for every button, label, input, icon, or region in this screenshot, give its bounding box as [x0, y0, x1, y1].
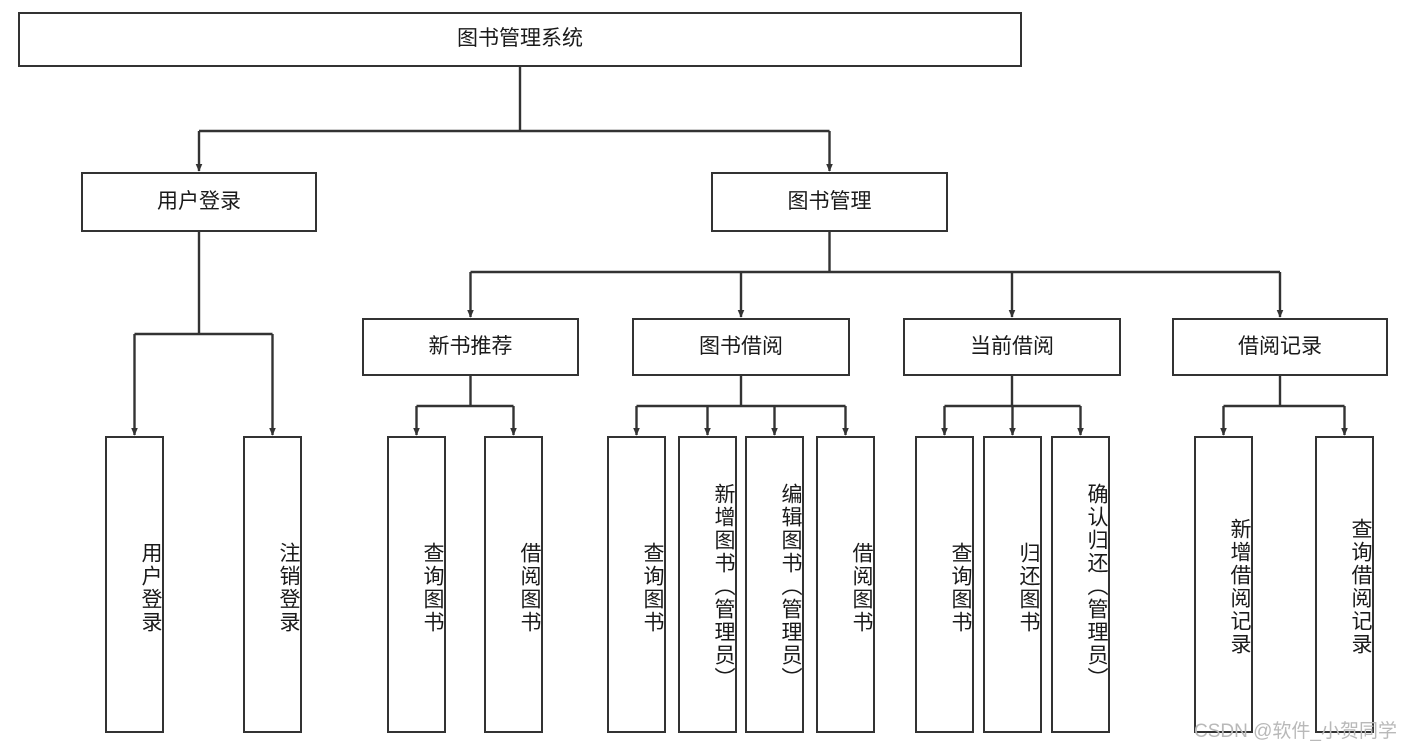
node-book_mgmt[interactable]: 图书管理 [711, 172, 948, 232]
node-leaf_confirm_return[interactable]: 确认归还（管理员） [1051, 436, 1110, 733]
node-user_login[interactable]: 用户登录 [81, 172, 317, 232]
node-label: 新增图书（管理员） [712, 483, 735, 690]
node-label: 查询图书 [641, 541, 664, 634]
node-leaf_return_book[interactable]: 归还图书 [983, 436, 1042, 733]
node-leaf_borrow_book_2[interactable]: 借阅图书 [816, 436, 875, 733]
node-label: 借阅记录 [1238, 334, 1322, 358]
node-label: 新书推荐 [428, 334, 513, 358]
node-label: 用户登录 [139, 541, 162, 634]
node-leaf_query_book_3[interactable]: 查询图书 [915, 436, 974, 733]
node-leaf_query_book_2[interactable]: 查询图书 [607, 436, 666, 733]
node-label: 图书管理系统 [457, 27, 583, 51]
node-leaf_query_record[interactable]: 查询借阅记录 [1315, 436, 1374, 733]
node-label: 注销登录 [277, 541, 300, 634]
node-label: 借阅图书 [518, 541, 541, 634]
node-root[interactable]: 图书管理系统 [18, 12, 1022, 67]
node-leaf_edit_book[interactable]: 编辑图书（管理员） [745, 436, 804, 733]
node-label: 当前借阅 [970, 334, 1054, 358]
node-new_book_rec[interactable]: 新书推荐 [362, 318, 579, 376]
node-label: 编辑图书（管理员） [779, 483, 802, 690]
node-label: 图书借阅 [699, 334, 783, 358]
node-borrow_record[interactable]: 借阅记录 [1172, 318, 1388, 376]
node-leaf_logout[interactable]: 注销登录 [243, 436, 302, 733]
node-leaf_query_book_1[interactable]: 查询图书 [387, 436, 446, 733]
node-current_borrow[interactable]: 当前借阅 [903, 318, 1121, 376]
node-label: 查询借阅记录 [1349, 517, 1372, 656]
node-leaf_user_login[interactable]: 用户登录 [105, 436, 164, 733]
node-label: 确认归还（管理员） [1085, 483, 1108, 690]
node-label: 归还图书 [1017, 541, 1040, 634]
node-label: 用户登录 [157, 189, 241, 213]
node-leaf_add_record[interactable]: 新增借阅记录 [1194, 436, 1253, 733]
node-label: 图书管理 [787, 189, 872, 213]
watermark-text: CSDN @软件_小贺同学 [1194, 721, 1397, 742]
node-label: 查询图书 [949, 541, 972, 634]
node-book_borrow[interactable]: 图书借阅 [632, 318, 850, 376]
node-label: 查询图书 [421, 541, 444, 634]
node-leaf_borrow_book_1[interactable]: 借阅图书 [484, 436, 543, 733]
node-leaf_add_book[interactable]: 新增图书（管理员） [678, 436, 737, 733]
node-label: 借阅图书 [850, 541, 873, 634]
node-label: 新增借阅记录 [1228, 517, 1251, 656]
